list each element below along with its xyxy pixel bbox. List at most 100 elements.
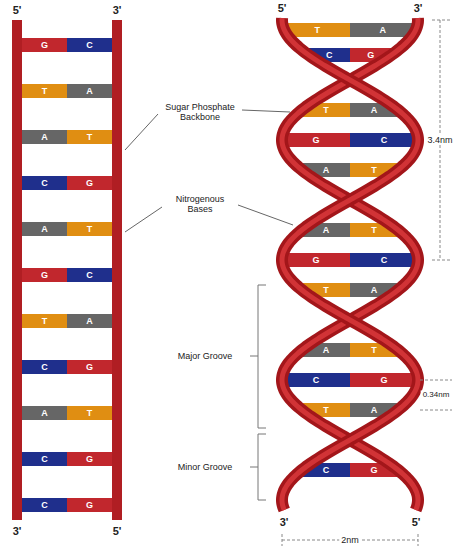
strand-end-label: 5' — [412, 516, 421, 529]
base-letter: C — [86, 40, 93, 50]
base-letter: A — [323, 225, 330, 235]
base-letter: A — [323, 345, 330, 355]
base-block — [22, 268, 67, 282]
base-block — [67, 268, 112, 282]
base-letter: A — [86, 86, 93, 96]
base-letter: G — [86, 178, 93, 188]
base-letter: A — [380, 25, 387, 35]
base-block — [350, 133, 418, 147]
leader-line — [242, 110, 290, 112]
base-letter: T — [371, 165, 377, 175]
base-block — [22, 84, 67, 98]
base-block — [67, 222, 112, 236]
base-block — [67, 314, 112, 328]
base-letter: T — [87, 132, 93, 142]
base-letter: A — [371, 405, 378, 415]
backbone-strand — [282, 18, 418, 510]
base-block — [67, 130, 112, 144]
base-letter: A — [371, 285, 378, 295]
base-letter: G — [380, 375, 387, 385]
base-letter: T — [323, 405, 329, 415]
base-letter: C — [326, 50, 333, 60]
base-letter: T — [87, 224, 93, 234]
base-letter: G — [41, 270, 48, 280]
base-letter: A — [41, 132, 48, 142]
base-letter: A — [323, 165, 330, 175]
base-letter: T — [42, 86, 48, 96]
base-block — [67, 452, 112, 466]
base-letter: G — [41, 40, 48, 50]
base-letter: G — [367, 50, 374, 60]
base-letter: G — [371, 465, 378, 475]
base-letter: C — [41, 454, 48, 464]
base-letter: T — [371, 225, 377, 235]
dimension-line — [420, 380, 452, 410]
base-letter: G — [312, 135, 319, 145]
base-block — [282, 373, 350, 387]
base-block — [282, 253, 350, 267]
base-block — [67, 498, 112, 512]
base-block — [22, 360, 67, 374]
base-block — [22, 406, 67, 420]
base-block — [22, 176, 67, 190]
leader-line — [125, 114, 158, 150]
base-letter: C — [381, 135, 388, 145]
strand-end-label: 5' — [113, 525, 122, 538]
base-letter: T — [42, 316, 48, 326]
double-helix — [282, 18, 418, 510]
callout-label: Major Groove — [178, 351, 233, 361]
dimension-lines — [282, 20, 452, 546]
callout-label: Sugar Phosphate Backbone — [159, 102, 241, 123]
leader-line — [238, 205, 293, 225]
base-letter: C — [323, 465, 330, 475]
backbone-rail — [112, 20, 122, 520]
callout-label: Nitrogenous Bases — [163, 194, 237, 215]
base-block — [67, 38, 112, 52]
base-block — [67, 176, 112, 190]
groove-brackets — [250, 285, 266, 500]
base-block — [67, 406, 112, 420]
base-letter: G — [86, 500, 93, 510]
base-letter: G — [86, 362, 93, 372]
base-block — [22, 222, 67, 236]
base-block — [22, 452, 67, 466]
base-block — [22, 314, 67, 328]
base-letter: T — [314, 25, 320, 35]
base-block — [282, 133, 350, 147]
base-letter: A — [371, 105, 378, 115]
strand-highlight — [282, 18, 418, 510]
leader-lines — [125, 110, 293, 232]
base-block — [22, 498, 67, 512]
base-block — [350, 373, 418, 387]
base-letter: G — [86, 454, 93, 464]
strand-end-label: 5' — [13, 4, 22, 17]
backbone-rail — [12, 20, 22, 520]
base-block — [22, 38, 67, 52]
backbone-strand — [282, 18, 418, 510]
base-letter: G — [312, 255, 319, 265]
bracket — [250, 285, 266, 428]
callout-label: Minor Groove — [178, 462, 233, 472]
dna-ladder — [12, 20, 122, 520]
base-block — [350, 253, 418, 267]
base-letter: T — [323, 285, 329, 295]
dimension-label: 2nm — [339, 535, 361, 545]
base-letter: A — [41, 224, 48, 234]
base-letter: A — [86, 316, 93, 326]
strand-end-label: 5' — [278, 2, 287, 15]
base-block — [22, 130, 67, 144]
base-letter: C — [41, 362, 48, 372]
strand-highlight — [282, 18, 418, 510]
base-letter: T — [323, 105, 329, 115]
base-letter: T — [87, 408, 93, 418]
strand-end-label: 3' — [13, 525, 22, 538]
base-block — [67, 84, 112, 98]
base-letter: A — [41, 408, 48, 418]
rung-group — [22, 38, 112, 512]
base-letter: C — [41, 500, 48, 510]
strand-end-label: 3' — [113, 4, 122, 17]
base-letter: T — [371, 345, 377, 355]
base-block — [67, 360, 112, 374]
bracket — [250, 434, 266, 500]
